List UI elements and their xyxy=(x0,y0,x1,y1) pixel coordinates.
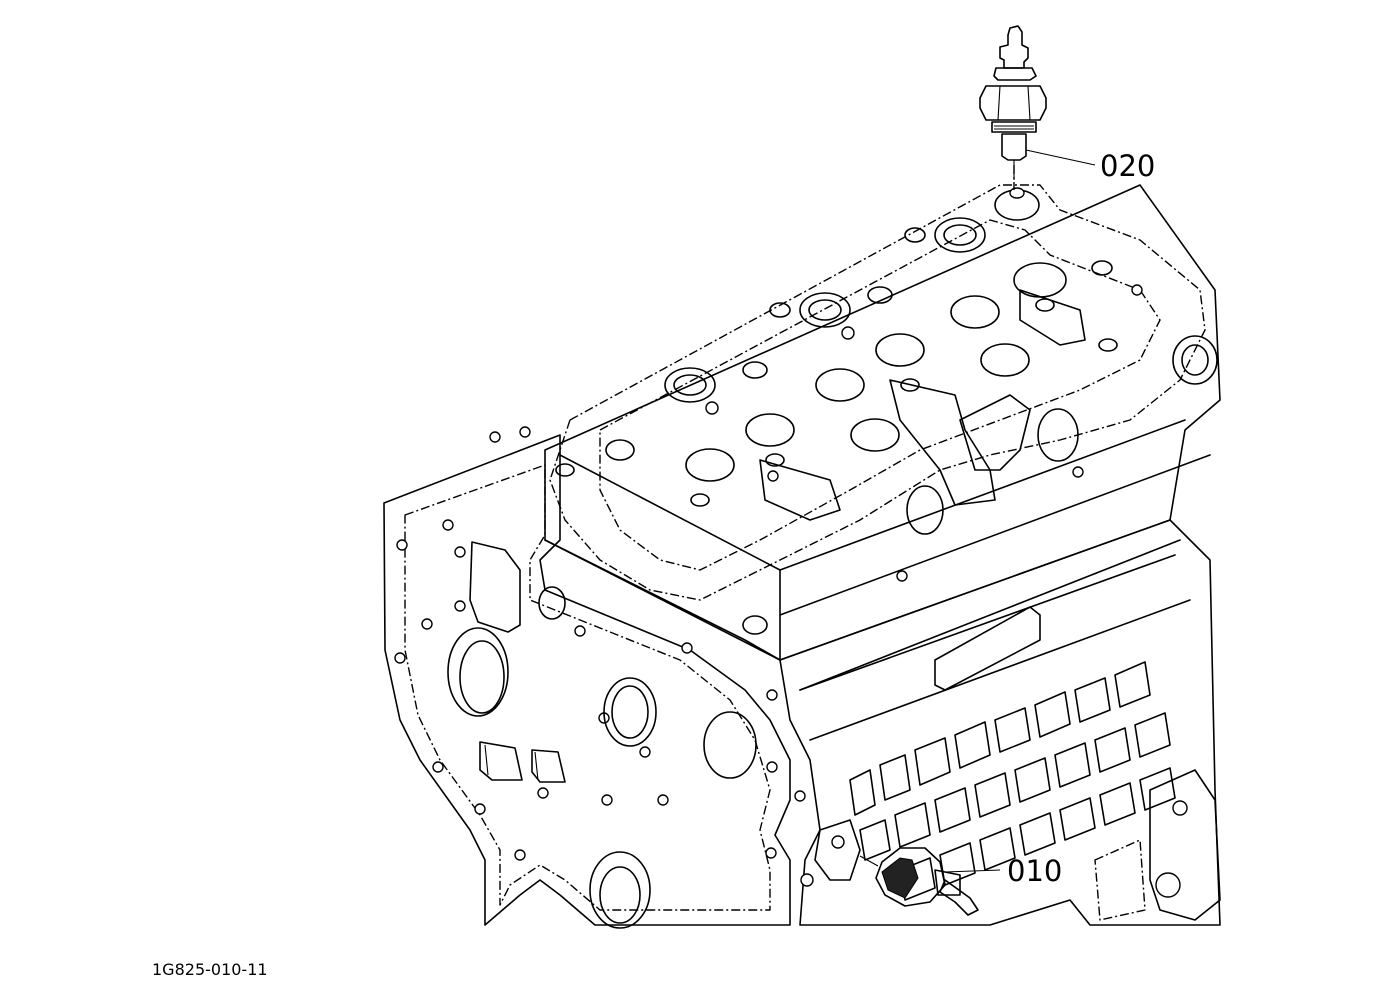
part-010-oil-pressure-switch xyxy=(859,847,979,916)
cylinder-head xyxy=(442,184,1221,691)
cylinder-block-front-plate xyxy=(383,434,806,929)
callout-020-label: 020 xyxy=(1100,149,1155,183)
cylinder-block-side xyxy=(779,519,1221,926)
callout-010-label: 010 xyxy=(1007,854,1062,888)
callout-010-leader xyxy=(944,869,1001,873)
part-020-glow-plug-sensor xyxy=(979,25,1047,190)
block-ribs xyxy=(849,661,1176,901)
callout-020-leader xyxy=(1025,149,1096,166)
head-ports xyxy=(442,187,1218,635)
figure-code: 1G825-010-11 xyxy=(152,960,268,979)
